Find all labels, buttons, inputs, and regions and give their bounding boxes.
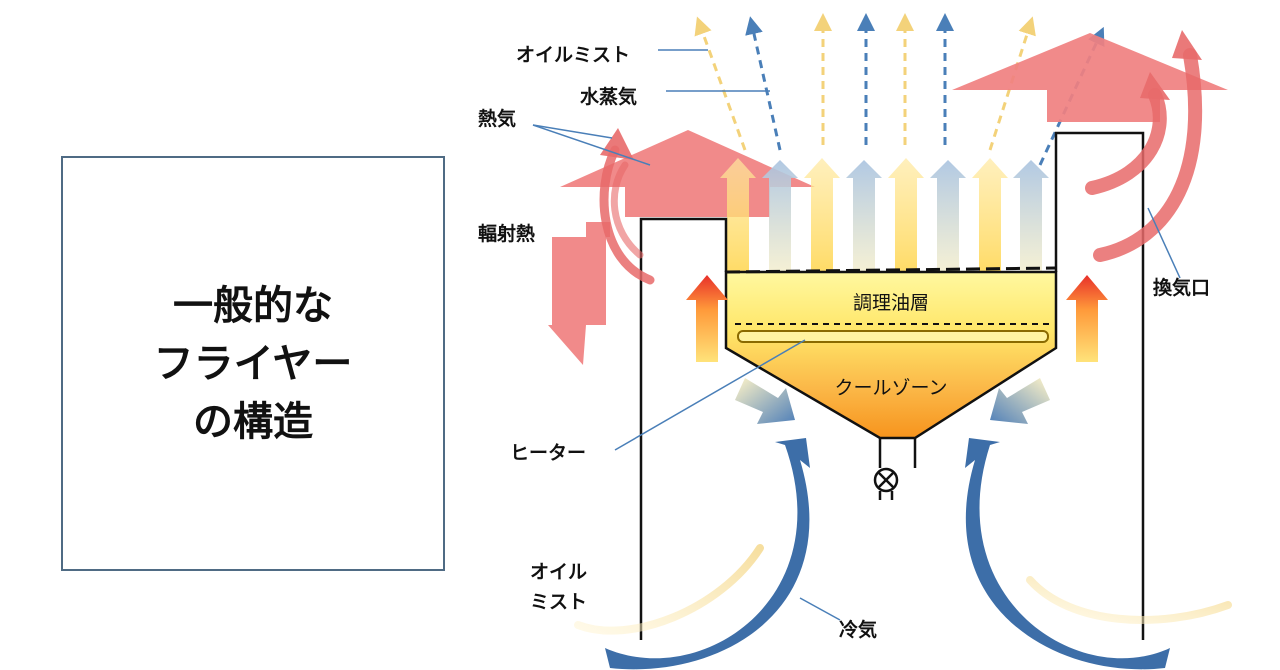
- drain-valve-icon: [873, 438, 917, 500]
- oil-mist-bottom-curls: [574, 544, 1232, 635]
- label-vent: 換気口: [1153, 276, 1210, 299]
- oil-mist-arrows: [694, 13, 1036, 151]
- label-oil-mist-top: オイルミスト: [516, 44, 630, 66]
- label-cold-air: 冷気: [839, 618, 877, 641]
- label-cool-zone: クールゾーン: [834, 377, 947, 399]
- title-line-2: フライヤー: [153, 340, 353, 387]
- leader-lines: [532, 49, 1181, 621]
- oil-surface-line: [725, 266, 1057, 274]
- label-hot-air: 熱気: [478, 107, 516, 130]
- title-box: 一般的な フライヤー の構造: [61, 156, 445, 571]
- label-heater: ヒーター: [510, 442, 586, 464]
- label-cooking-oil-layer: 調理油層: [853, 292, 929, 314]
- radiant-heat-arrow: [548, 222, 610, 365]
- cool-air-inflow-arrows: [735, 378, 1050, 424]
- label-oil-mist-bottom-1: オイル: [530, 561, 587, 583]
- hot-air-curl-left: [599, 145, 655, 285]
- label-radiant-heat: 輻射熱: [478, 222, 535, 245]
- title-line-3: の構造: [193, 398, 313, 445]
- hot-air-curl-left-head: [600, 128, 634, 160]
- page-title: 一般的な フライヤー の構造: [154, 277, 353, 451]
- vent-curl-head-1: [1140, 72, 1170, 100]
- hot-air-arrows: [560, 33, 1228, 217]
- title-line-1: 一般的な: [173, 282, 333, 329]
- rising-vapor-arrows: [720, 158, 1049, 295]
- label-steam: 水蒸気: [580, 85, 637, 108]
- fryer-frame: [639, 131, 1145, 640]
- heat-rising-arrows: [686, 275, 1108, 362]
- heater-element: [737, 330, 1049, 343]
- vent-curl-arrows: [1085, 48, 1203, 262]
- label-oil-mist-bottom-2: ミスト: [530, 591, 587, 613]
- vent-curl-head-2: [1172, 30, 1202, 60]
- cold-air-arrows: [605, 438, 1170, 670]
- frame-dashed-edges: [640, 133, 1144, 300]
